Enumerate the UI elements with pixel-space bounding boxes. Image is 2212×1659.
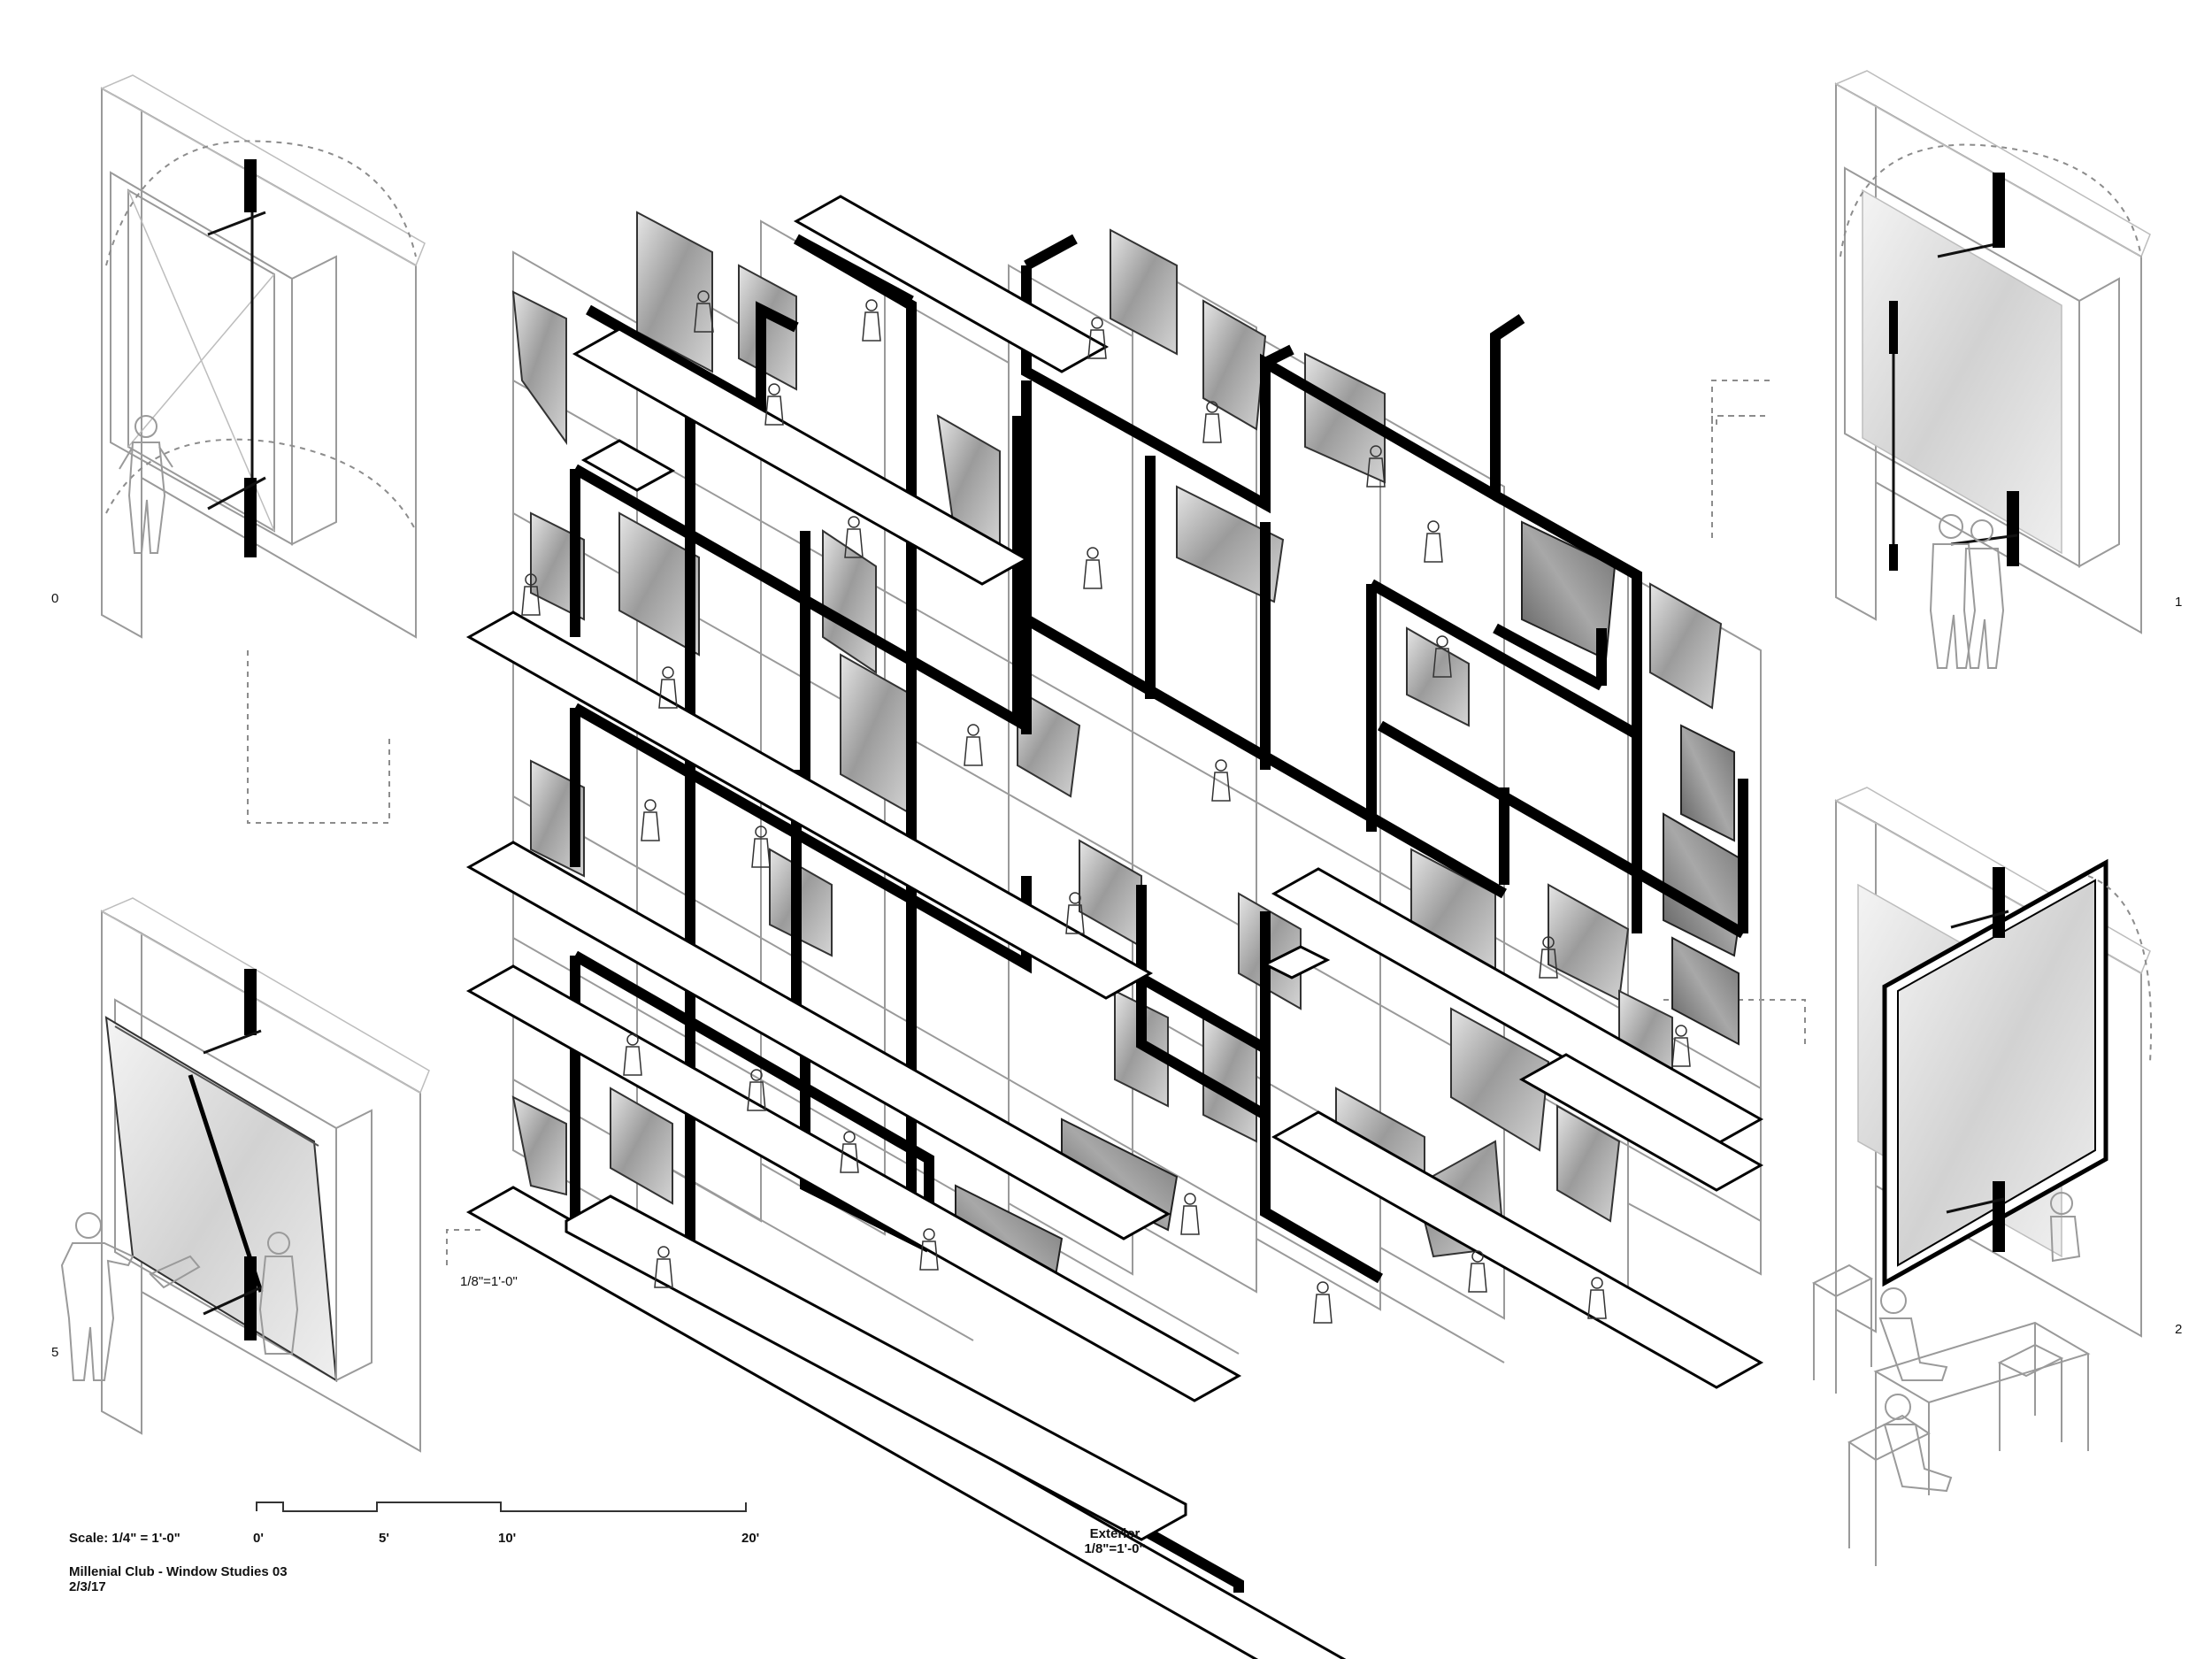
section-scale-label: 1/8"=1'-0": [460, 1274, 518, 1289]
scale-tick-0: 0': [253, 1531, 264, 1546]
scale-bar: Scale: 1/4" = 1'-0" 0' 5' 10' 20': [69, 1495, 759, 1548]
connector-5: [446, 1229, 482, 1265]
exterior-caption: Exterior 1/8"=1'-0": [1044, 1526, 1186, 1556]
connector-1b: [1711, 415, 1765, 540]
cafe-chairs-table: [1811, 1192, 2091, 1566]
connector-1: [1711, 380, 1770, 426]
scale-tick-10: 10': [498, 1531, 517, 1546]
detail-label-1: 1: [2175, 595, 2183, 610]
occupant-figures: [521, 290, 1691, 1324]
project-title: Millenial Club - Window Studies 03: [69, 1564, 288, 1579]
detail-label-5: 5: [51, 1345, 59, 1360]
scale-tick-20: 20': [741, 1531, 760, 1546]
person-figure-reaching: [60, 1212, 299, 1381]
scale-tick-5: 5': [379, 1531, 389, 1546]
detail-label-2: 2: [2175, 1322, 2183, 1337]
person-figures-pair: [1929, 514, 2005, 669]
floor-slabs: [465, 195, 1764, 1659]
facade-axonometric: [465, 195, 1764, 1659]
person-figure: [119, 415, 173, 554]
title-block: Millenial Club - Window Studies 03 2/3/1…: [69, 1564, 288, 1594]
detail-label-0: 0: [51, 591, 59, 606]
window-detail-0: [100, 74, 426, 639]
scale-bar-title: Scale: 1/4" = 1'-0": [69, 1531, 180, 1546]
window-detail-2: [1811, 787, 2153, 1566]
connector-0: [247, 650, 390, 824]
drawing-date: 2/3/17: [69, 1579, 106, 1594]
scale-bar-graphic: [256, 1502, 747, 1512]
exterior-title: Exterior: [1089, 1526, 1141, 1541]
window-detail-1: [1834, 70, 2151, 669]
window-detail-5: [60, 897, 430, 1453]
exterior-scale: 1/8"=1'-0": [1084, 1541, 1146, 1556]
